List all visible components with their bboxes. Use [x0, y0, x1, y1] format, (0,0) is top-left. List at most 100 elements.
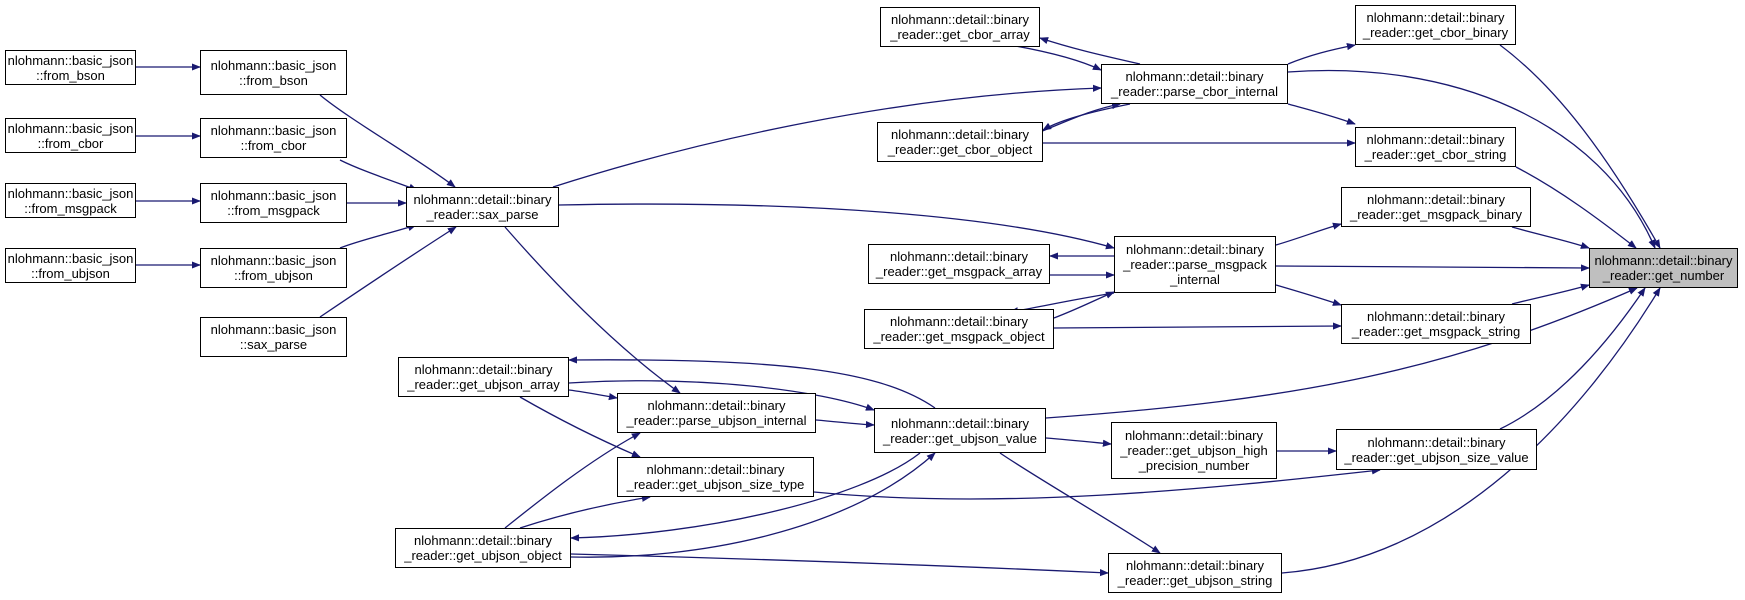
node-get-number[interactable]: nlohmann::detail::binary _reader::get_nu…	[1589, 248, 1738, 288]
edge-from-ubjson-sax	[339, 224, 417, 249]
edge-size-value-to-number	[1499, 287, 1646, 430]
node-basic-json-from-cbor-entry[interactable]: nlohmann::basic_json ::from_cbor	[5, 118, 136, 153]
node-basic-json-from-cbor[interactable]: nlohmann::basic_json ::from_cbor	[200, 118, 347, 158]
node-get-msgpack-array[interactable]: nlohmann::detail::binary _reader::get_ms…	[868, 244, 1050, 284]
node-label-line2: ::from_bson	[239, 72, 308, 88]
node-label-line2: ::from_cbor	[37, 135, 104, 151]
edge-value-to-object	[570, 452, 921, 542]
node-label-line1: nlohmann::detail::binary	[889, 249, 1029, 264]
node-label-line2: _reader::parse_ubjson_internal	[626, 413, 807, 428]
node-get-ubjson-array[interactable]: nlohmann::detail::binary _reader::get_ub…	[398, 357, 569, 397]
edge-msgpack-to-binary	[1275, 222, 1342, 246]
node-label-line1: nlohmann::detail::binary	[414, 362, 553, 377]
node-label-line2: _reader::get_ubjson_string	[1117, 573, 1273, 588]
node-get-ubjson-value[interactable]: nlohmann::detail::binary _reader::get_ub…	[874, 408, 1046, 453]
node-label-line1: nlohmann::detail::binary	[1125, 69, 1264, 84]
node-get-ubjson-size-value[interactable]: nlohmann::detail::binary _reader::get_ub…	[1336, 429, 1537, 470]
node-label-line1: nlohmann::detail::binary	[1366, 309, 1506, 324]
node-label-line1: nlohmann::detail::binary	[1366, 192, 1506, 207]
edge-msgpack-to-string	[1275, 284, 1342, 306]
node-basic-json-from-msgpack[interactable]: nlohmann::basic_json ::from_msgpack	[200, 183, 347, 223]
node-get-cbor-string[interactable]: nlohmann::detail::binary _reader::get_cb…	[1355, 127, 1516, 167]
node-label-line1: nlohmann::detail::binary	[890, 127, 1030, 142]
edge-cbor-object-back	[1039, 102, 1121, 133]
node-label-line1: nlohmann::basic_json	[7, 250, 134, 266]
node-parse-ubjson-internal[interactable]: nlohmann::detail::binary _reader::parse_…	[617, 393, 816, 433]
edge-msgpack-string-to-number	[1511, 283, 1590, 305]
node-label-line2: ::from_msgpack	[227, 203, 320, 218]
node-label-line1: nlohmann::detail::binary	[890, 415, 1030, 431]
node-label-line2: ::from_msgpack	[24, 200, 117, 216]
node-label-line2: _reader::get_number	[1602, 268, 1725, 283]
edge-array-back-to-value	[568, 380, 875, 411]
node-parse-cbor-internal[interactable]: nlohmann::detail::binary _reader::parse_…	[1101, 64, 1288, 104]
node-label-line1: nlohmann::basic_json	[210, 57, 337, 73]
node-label-line3: _precision_number	[1138, 458, 1250, 473]
edge-value-to-high-precision	[1045, 437, 1112, 447]
node-parse-msgpack-internal[interactable]: nlohmann::detail::binary _reader::parse_…	[1114, 236, 1276, 293]
node-label-line1: nlohmann::detail::binary	[646, 462, 785, 477]
edge-array-to-parse-ubjson	[568, 389, 618, 401]
edge-parse-cbor-to-array	[1039, 37, 1141, 65]
edge-cbor-string-to-number	[1515, 166, 1637, 249]
node-label-line1: nlohmann::detail::binary	[1594, 253, 1733, 268]
edge-msgpack-object-back	[1053, 291, 1115, 319]
node-label-line1: nlohmann::detail::binary	[1125, 242, 1265, 257]
node-basic-json-from-msgpack-entry[interactable]: nlohmann::basic_json ::from_msgpack	[5, 183, 136, 218]
edge-object-to-string	[570, 553, 1109, 577]
node-get-ubjson-string[interactable]: nlohmann::detail::binary _reader::get_ub…	[1108, 553, 1282, 593]
node-get-ubjson-size-type[interactable]: nlohmann::detail::binary _reader::get_ub…	[617, 457, 814, 497]
edge-object-to-parse-ubjson	[504, 432, 641, 529]
node-binary-reader-sax-parse[interactable]: nlohmann::detail::binary _reader::sax_pa…	[406, 187, 559, 227]
node-get-ubjson-high-precision-number[interactable]: nlohmann::detail::binary _reader::get_ub…	[1111, 422, 1277, 479]
node-label-line2: _reader::get_cbor_array	[890, 27, 1030, 42]
edge-cbor-array-back	[1009, 44, 1102, 71]
node-get-msgpack-object[interactable]: nlohmann::detail::binary _reader::get_ms…	[864, 309, 1054, 349]
node-label-line1: nlohmann::detail::binary	[413, 533, 553, 548]
node-label-line1: nlohmann::detail::binary	[1366, 10, 1505, 25]
node-label-line2: _reader::get_cbor_object	[887, 142, 1033, 157]
node-get-cbor-binary[interactable]: nlohmann::detail::binary _reader::get_cb…	[1355, 5, 1516, 45]
node-label-line3: _internal	[1170, 272, 1220, 287]
node-label-line1: nlohmann::basic_json	[210, 322, 337, 337]
node-get-cbor-array[interactable]: nlohmann::detail::binary _reader::get_cb…	[880, 7, 1040, 47]
node-label-line2: _reader::get_msgpack_array	[875, 264, 1043, 279]
edge-array-to-size-type	[519, 396, 641, 458]
node-label-line1: nlohmann::detail::binary	[1124, 428, 1264, 443]
node-basic-json-sax-parse[interactable]: nlohmann::basic_json ::sax_parse	[200, 317, 347, 357]
node-label-line1: nlohmann::detail::binary	[890, 12, 1030, 27]
node-get-cbor-object[interactable]: nlohmann::detail::binary _reader::get_cb…	[877, 122, 1043, 162]
edge-cbor-binary-to-number	[1499, 44, 1661, 249]
node-basic-json-from-bson-entry[interactable]: nlohmann::basic_json ::from_bson	[5, 50, 136, 85]
node-label-line2: _reader::get_msgpack_binary	[1350, 207, 1522, 222]
node-get-ubjson-object[interactable]: nlohmann::detail::binary _reader::get_ub…	[395, 528, 571, 568]
edge-from-bson-sax	[319, 94, 456, 188]
edge-size-type-to-size-value	[813, 467, 1381, 500]
edge-object-to-size-type	[519, 494, 651, 529]
node-label-line2: _reader::get_ubjson_size_type	[626, 477, 805, 492]
edge-sax-to-parse-msgpack	[558, 203, 1115, 250]
node-basic-json-from-ubjson-entry[interactable]: nlohmann::basic_json ::from_ubjson	[5, 248, 136, 283]
edge-from-cbor-sax	[339, 159, 418, 191]
node-label-line2: _reader::get_ubjson_array	[407, 377, 560, 392]
node-basic-json-from-bson[interactable]: nlohmann::basic_json ::from_bson	[200, 50, 347, 95]
node-label-line1: nlohmann::basic_json	[210, 188, 337, 203]
node-get-msgpack-string[interactable]: nlohmann::detail::binary _reader::get_ms…	[1341, 304, 1531, 344]
node-label-line1: nlohmann::detail::binary	[1366, 132, 1505, 147]
edge-cbor-to-binary	[1287, 43, 1356, 65]
node-label-line2: _reader::get_ubjson_size_value	[1344, 449, 1529, 465]
node-label-line1: nlohmann::detail::binary	[647, 398, 786, 413]
node-label-line2: _reader::get_msgpack_object	[873, 329, 1045, 344]
node-label-line2: _reader::get_ubjson_object	[404, 548, 562, 563]
edge-msgpack-object-to-string	[1053, 322, 1342, 330]
node-label-line2: ::from_cbor	[240, 138, 307, 153]
node-label-line1: nlohmann::basic_json	[7, 52, 134, 68]
node-basic-json-from-ubjson[interactable]: nlohmann::basic_json ::from_ubjson	[200, 248, 347, 288]
edge-msgpack-binary-to-number	[1511, 226, 1590, 249]
node-get-msgpack-binary[interactable]: nlohmann::detail::binary _reader::get_ms…	[1341, 187, 1531, 227]
node-label-line2: _reader::get_cbor_string	[1364, 147, 1507, 162]
edge-sax-to-parse-ubjson	[504, 226, 681, 394]
node-label-line1: nlohmann::basic_json	[210, 253, 337, 268]
